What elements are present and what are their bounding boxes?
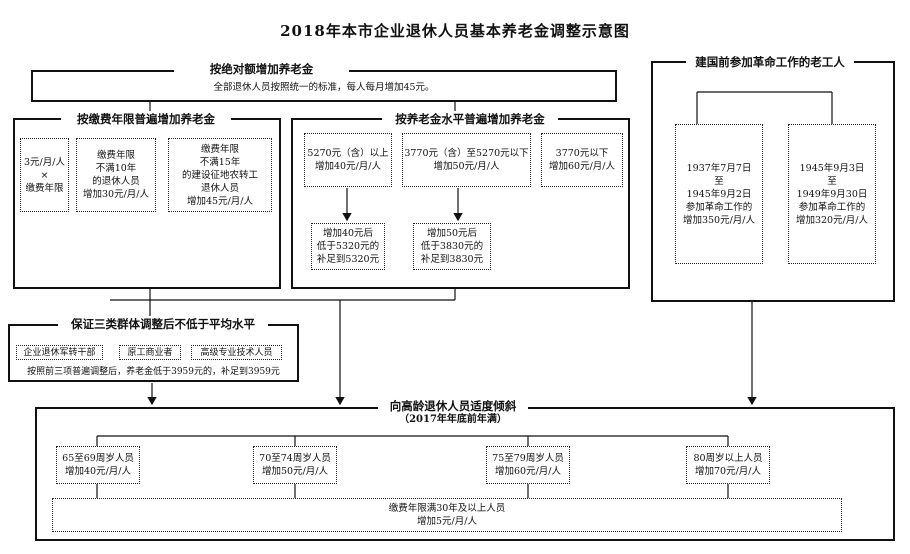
- fixed-amount-text: 全部退休人员按照统一的标准，每人每月增加45元。: [213, 82, 435, 93]
- guarantee-note: 按照前三项普遍调整后，养老金低于3959元的，补足到3959元: [27, 367, 280, 377]
- revolution-workers-header: 建国前参加革命工作的老工人: [686, 54, 854, 70]
- level-item-3770-5270: 3770元（含）至5270元以下 增加50元/月/人: [402, 133, 531, 187]
- level-supplement-5320: 增加40元后 低于5320元的 补足到5320元: [311, 223, 385, 270]
- revolution-item-1937-1945: 1937年7月7日 至 1945年9月2日 参加革命工作的 增加350元/月/人: [675, 124, 763, 264]
- guarantee-group-professional: 高级专业技术人员: [191, 345, 282, 360]
- revolution-item-1945-1949: 1945年9月3日 至 1949年9月30日 参加革命工作的 增加320元/月/…: [788, 124, 876, 264]
- guarantee-group-merchant: 原工商业者: [119, 345, 181, 360]
- elderly-item-65-69: 65至69周岁人员 增加40元/月/人: [56, 446, 140, 484]
- years-item-per-year: 3元/月/人 × 缴费年限: [20, 138, 69, 212]
- pension-level-header: 按养老金水平普遍增加养老金: [382, 111, 558, 127]
- level-item-above-5270: 5270元（含）以上 增加40元/月/人: [304, 133, 392, 187]
- elderly-header: 向高龄退休人员适度倾斜: [378, 398, 528, 414]
- years-item-under-15: 缴费年限 不满15年 的建设征地农转工 退休人员 增加45元/月/人: [168, 138, 272, 212]
- page-title: 2018年本市企业退休人员基本养老金调整示意图: [280, 22, 630, 40]
- contribution-years-header: 按缴费年限普遍增加养老金: [61, 111, 231, 127]
- elderly-item-80-plus: 80周岁以上人员 增加70元/月/人: [686, 446, 770, 484]
- fixed-amount-header: 按绝对额增加养老金: [174, 61, 349, 77]
- elderly-contribution-30-years: 缴费年限满30年及以上人员 增加5元/月/人: [52, 498, 842, 532]
- guarantee-group-military: 企业退休军转干部: [16, 345, 103, 360]
- elderly-subheader: （2017年年底前年满）: [399, 414, 507, 425]
- elderly-item-75-79: 75至79周岁人员 增加60元/月/人: [486, 446, 570, 484]
- elderly-item-70-74: 70至74周岁人员 增加50元/月/人: [253, 446, 337, 484]
- level-supplement-3830: 增加50元后 低于3830元的 补足到3830元: [413, 223, 491, 270]
- guarantee-header: 保证三类群体调整后不低于平均水平: [58, 316, 268, 332]
- level-item-below-3770: 3770元以下 增加60元/月/人: [541, 133, 623, 187]
- years-item-under-10: 缴费年限 不满10年 的退休人员 增加30元/月/人: [76, 138, 156, 212]
